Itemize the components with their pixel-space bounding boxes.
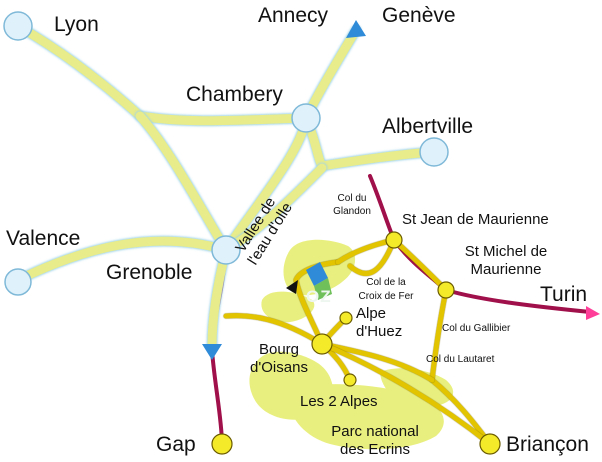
label-parc-line2: des Ecrins: [339, 441, 411, 458]
city-nodes: [3, 11, 501, 455]
logo-black-arrow: [286, 280, 298, 294]
terrain-ecrins: [380, 368, 454, 407]
node-gap: [211, 433, 233, 455]
label-parc: Parc national des Ecrins: [320, 424, 430, 457]
label-bourg-line2: d'Oisans: [250, 359, 308, 376]
label-geneve: Genève: [382, 4, 456, 27]
node-briancon: [479, 433, 501, 455]
label-st-michel-line1: St Michel de: [464, 243, 548, 260]
label-col-glandon-line1: Col du: [337, 193, 367, 204]
label-parc-line1: Parc national: [331, 423, 419, 440]
label-col-lautaret: Col du Lautaret: [426, 354, 495, 365]
label-annecy: Annecy: [258, 4, 329, 27]
label-bourg-line1: Bourg: [258, 341, 300, 358]
label-grenoble: Grenoble: [106, 261, 193, 284]
node-valence: [4, 268, 32, 296]
label-alpe-huez-line1: Alpe: [356, 305, 387, 322]
label-col-glandon: Col du Glandon: [326, 194, 378, 217]
label-col-croix: Col de la Croix de Fer: [346, 278, 426, 302]
label-col-croix-line1: Col de la: [366, 277, 406, 288]
direction-arrows: [202, 20, 600, 360]
motorway-lyon-chambery: [13, 21, 311, 126]
node-chambery: [291, 103, 321, 133]
node-bourg: [311, 333, 333, 355]
label-albertville: Albertville: [382, 115, 474, 138]
terrain-areas: [249, 239, 454, 450]
label-briancon: Briançon: [506, 433, 589, 456]
label-col-galibier: Col du Gallibier: [442, 323, 511, 334]
label-les2alpes: Les 2 Alpes: [300, 393, 378, 410]
node-lyon: [3, 11, 33, 41]
label-col-croix-line2: Croix de Fer: [358, 291, 414, 302]
road-bourg-briancon: [319, 341, 493, 447]
label-bourg: Bourg d'Oisans: [244, 342, 314, 375]
label-alpe-huez-line2: d'Huez: [356, 323, 403, 340]
label-st-jean: St Jean de Maurienne: [402, 211, 549, 228]
label-st-michel-line2: Maurienne: [470, 261, 542, 278]
label-gap: Gap: [156, 433, 196, 456]
logo-text: OZ: [306, 287, 332, 306]
logo-green-shape: [314, 278, 332, 300]
rail-albertville-stmichel: [368, 174, 448, 292]
label-col-glandon-line2: Glandon: [333, 206, 371, 217]
node-albertville: [419, 137, 449, 167]
label-lyon: Lyon: [54, 13, 99, 36]
arrow-to-gap: [202, 344, 222, 360]
oz-logo: [286, 262, 332, 300]
motorway-valence-grenoble: [13, 236, 231, 285]
label-valence: Valence: [6, 227, 81, 250]
label-st-michel: St Michel de Maurienne: [446, 244, 566, 277]
arrow-to-geneve: [346, 20, 366, 38]
logo-blue-square: [306, 262, 328, 286]
rail-stmichel-turin: [444, 288, 592, 314]
motorway-chambery-albertville: [301, 113, 439, 171]
label-alpe-huez: Alpe d'Huez: [356, 306, 402, 339]
node-les2alpes: [343, 373, 357, 387]
label-chambery: Chambery: [186, 83, 283, 106]
node-st-michel: [437, 281, 455, 299]
node-grenoble: [211, 235, 241, 265]
motorway-junction-grenoble: [135, 111, 231, 255]
road-grenoble-bourg: [223, 313, 325, 347]
motorway-chambery-annecy: [301, 25, 361, 123]
node-st-jean: [385, 231, 403, 249]
road-croix-stjean: [347, 237, 397, 276]
node-alpe-huez: [339, 311, 353, 325]
label-turin: Turin: [540, 283, 588, 306]
arrow-to-turin: [586, 306, 600, 320]
